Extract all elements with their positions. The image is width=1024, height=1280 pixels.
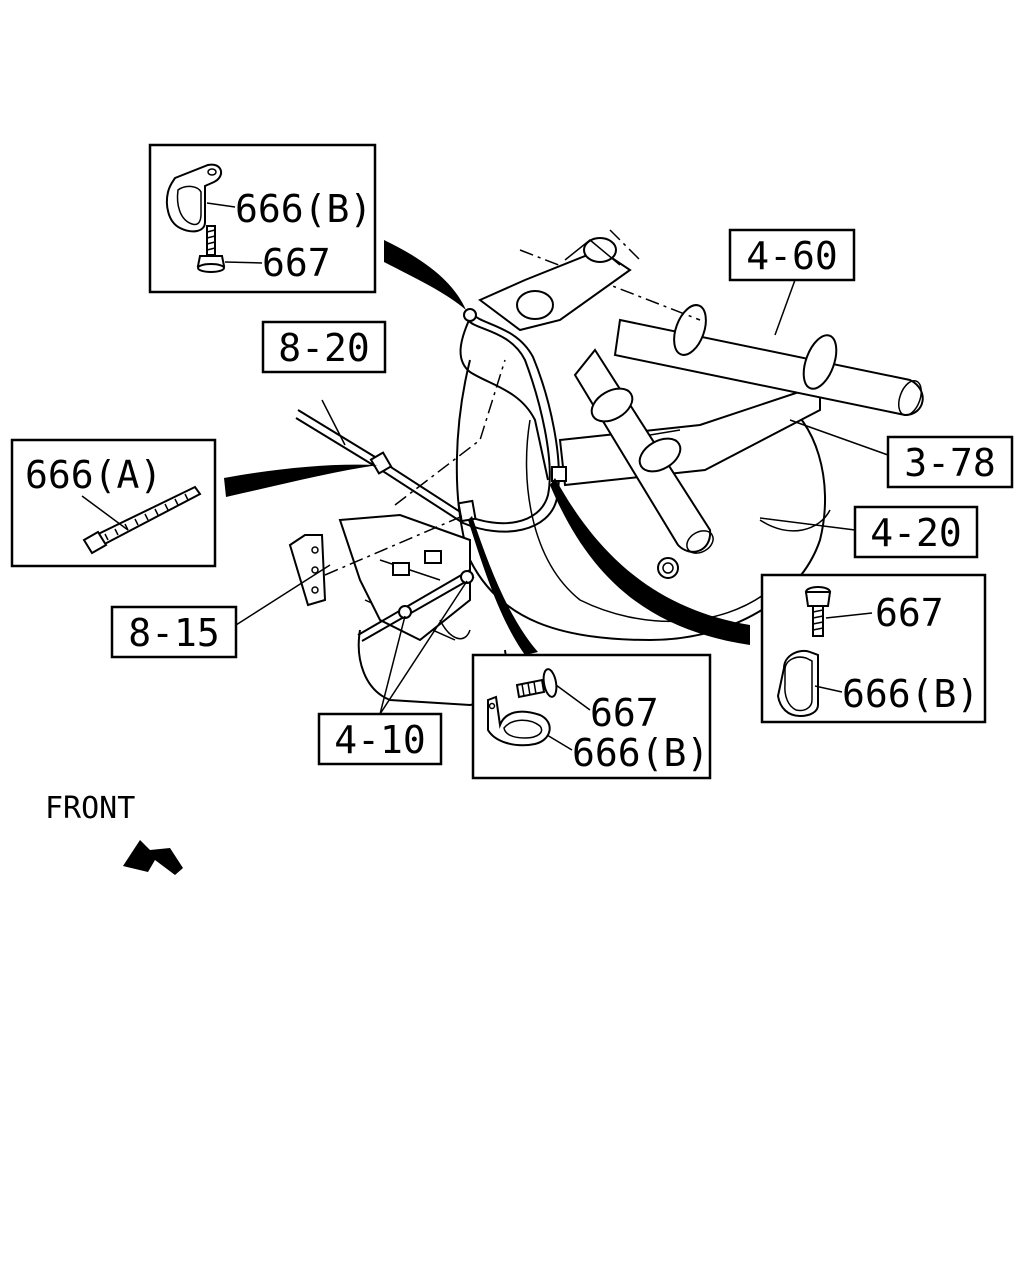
- callout-8-15[interactable]: 8-15: [110, 605, 238, 659]
- pointer-wedges: [224, 240, 750, 655]
- callout-label: 4-60: [746, 234, 838, 278]
- callout-4-60[interactable]: 4-60: [728, 228, 856, 282]
- inset-label: 667: [590, 691, 659, 735]
- inset-label: 666(B): [235, 187, 372, 231]
- bracket-8-15: [288, 534, 327, 607]
- bolt-icon: [196, 225, 226, 273]
- callout-4-10[interactable]: 4-10: [317, 712, 443, 766]
- inset-right[interactable]: 667 666(B): [760, 573, 987, 724]
- pipe-8-20: [295, 308, 567, 533]
- callout-label: 8-20: [278, 326, 370, 370]
- shift-lever: [478, 237, 632, 332]
- clamp-icon: [165, 163, 223, 233]
- tube-diagonal: [573, 348, 714, 554]
- inset-label: 666(A): [25, 453, 162, 497]
- centre-lines: [324, 359, 506, 576]
- pipe-4-10: [357, 569, 475, 642]
- callout-8-20[interactable]: 8-20: [261, 320, 387, 374]
- front-arrow-icon: [123, 840, 183, 875]
- callout-label: 3-78: [904, 441, 996, 485]
- inset-label: 666(B): [842, 672, 979, 716]
- callout-3-78[interactable]: 3-78: [886, 435, 1014, 489]
- inset-left[interactable]: 666(A): [10, 438, 217, 568]
- inset-label: 667: [262, 241, 331, 285]
- transmission-assembly: [338, 359, 831, 707]
- inset-top-left[interactable]: 666(B) 667: [148, 143, 377, 294]
- tube-4-60: [519, 229, 924, 417]
- cable-tie-icon: [82, 485, 202, 555]
- pointer-left: [224, 464, 378, 497]
- clamp-icon: [776, 649, 819, 718]
- front-label: FRONT: [45, 791, 135, 826]
- callout-label: 4-10: [334, 718, 426, 762]
- inset-label: 667: [875, 591, 944, 635]
- bolt-icon: [804, 586, 832, 637]
- pointer-right: [550, 478, 750, 645]
- inset-label: 666(B): [572, 731, 709, 775]
- front-indicator: FRONT: [45, 791, 183, 875]
- callout-label: 4-20: [870, 511, 962, 555]
- callout-label: 8-15: [128, 611, 220, 655]
- clamp-icon: [487, 695, 551, 747]
- callout-4-20[interactable]: 4-20: [853, 505, 979, 559]
- leader-lines: [235, 279, 889, 715]
- bolt-icon: [515, 668, 558, 699]
- pointer-bottom-center: [468, 516, 538, 655]
- inset-bottom-center[interactable]: 667 666(B): [471, 653, 712, 780]
- pointer-top-left: [384, 240, 466, 310]
